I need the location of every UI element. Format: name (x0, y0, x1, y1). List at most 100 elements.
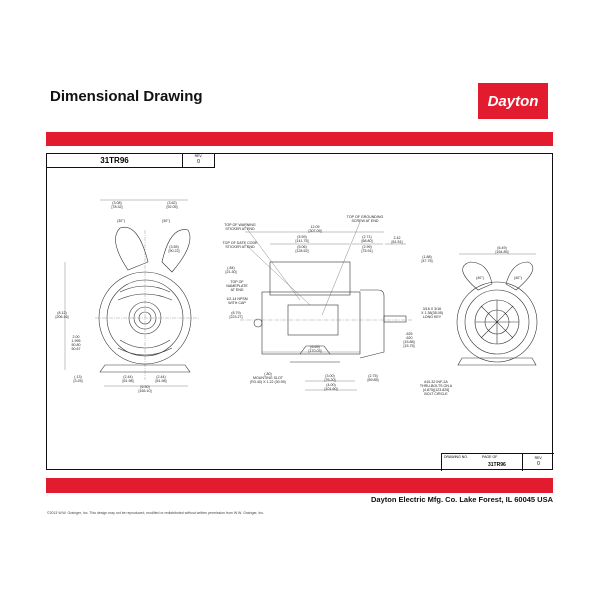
bottom-title-block: DRAWING NO. PAGE OF 31TR96 REV. 0 (441, 453, 554, 471)
dim-label: 50.67 (72, 347, 81, 351)
dim-label: [69.85] (368, 378, 379, 382)
dim-label: (2.75) (368, 374, 377, 378)
drawing-number: 31TR96 (488, 462, 506, 468)
note: (4.875)[123.825] (423, 388, 449, 392)
rev-value: 0 (537, 461, 540, 467)
dim-label: [76.20] (325, 378, 336, 382)
dim-label: (2.44) (156, 375, 165, 379)
header-red-bar (46, 132, 553, 146)
dim-label: 12.09 (311, 225, 320, 229)
rev-label: REV. (194, 154, 203, 158)
company-address: Dayton Electric Mfg. Co. Lake Forest, IL… (371, 495, 553, 504)
dim-label: 2.00 (73, 335, 80, 339)
note: #10-32 INF-2A (424, 380, 448, 384)
angle-label: (40°) (514, 276, 522, 280)
note: AT END (231, 288, 244, 292)
dim-label: [206.16] (56, 315, 69, 319)
dim-label: (6.49) (497, 246, 506, 250)
callout-notes: TOP OF WARNING STICKER AT END TOP OF DAT… (223, 215, 453, 396)
dim-label: [165.10] (139, 389, 152, 393)
angle-label: (30°) (117, 219, 125, 223)
dim-label: [164.85] (496, 250, 509, 254)
drawing-no-label: DRAWING NO. (444, 455, 468, 459)
dim-label: [68.80] (362, 239, 373, 243)
page-title: Dimensional Drawing (50, 88, 203, 105)
bottom-rev-cell: REV. 0 (523, 454, 554, 471)
dim-label: [170.03] (309, 349, 322, 353)
dim-label: .625 (406, 332, 413, 336)
dim-label: [78.32] (112, 205, 123, 209)
dim-label: (2.71) (362, 235, 371, 239)
rev-value: 0 (197, 159, 200, 165)
dim-label: [307.09] (309, 229, 322, 233)
rev-label: REV. (534, 456, 543, 460)
dim-label: (5.59) (297, 235, 306, 239)
dim-label: (8.12) (57, 311, 66, 315)
dayton-logo: Dayton (478, 83, 548, 119)
dim-label: (2.99) (362, 245, 371, 249)
dim-label: [223.27] (230, 315, 243, 319)
dim-label: [47.75] (422, 259, 433, 263)
dim-label: (3.08) (112, 201, 121, 205)
note: TOP OF WARNING (224, 223, 256, 227)
drawing-no-cell: DRAWING NO. PAGE OF 31TR96 (442, 454, 523, 471)
dim-label: (.13) (74, 375, 81, 379)
dim-label: (3.55) (169, 245, 178, 249)
note: (.80) (264, 372, 271, 376)
dim-label: .620 (406, 336, 413, 340)
note: TOP OF GROUNDING (347, 215, 384, 219)
dim-label: [75.91] (362, 249, 373, 253)
dim-label: (2.44) (123, 375, 132, 379)
note: NAMEPLATE (226, 284, 248, 288)
note: 1/2-14 NPSM (226, 297, 248, 301)
note: MOUNTING SLOT (253, 376, 284, 380)
note: WITH CAP (228, 301, 246, 305)
drawing-frame (46, 153, 553, 470)
dim-label: [90.22] (169, 249, 180, 253)
page-of-label: PAGE OF (482, 455, 498, 459)
end-view-left (64, 199, 200, 387)
angle-label: (40°) (476, 276, 484, 280)
dim-label: [128.52] (296, 249, 309, 253)
dim-label: [3.25] (74, 379, 83, 383)
dim-label: [141.75] (296, 239, 309, 243)
dim-label: (4.00) (326, 383, 335, 387)
angle-label: (30°) (162, 219, 170, 223)
dim-label: [21.30] (226, 270, 237, 274)
dim-label: (5.06) (297, 245, 306, 249)
dim-label: (.84) (227, 266, 234, 270)
dim-label: [15.88] (404, 340, 415, 344)
note: 3/16 X 3/16 (423, 307, 441, 311)
note: BOLT CIRCLE (424, 392, 448, 396)
note: (R3.40) X 1.22 (30.99) (250, 380, 286, 384)
dim-label: (3.62) (167, 201, 176, 205)
copyright-notice: ©2013 W.W. Grainger, Inc. This design ma… (47, 511, 265, 515)
note: STICKER AT END (225, 227, 255, 231)
note: TOP OF DATE CODE (223, 241, 259, 245)
note: THRU-BOLTS ON A (420, 384, 453, 388)
dim-label: (8.79) (231, 311, 240, 315)
footer-red-bar (46, 478, 553, 493)
note: STICKER AT END (225, 245, 255, 249)
revision-cell: REV. 0 (182, 153, 215, 168)
dim-label: [61.98] (156, 379, 167, 383)
note: TOP OF (230, 280, 244, 284)
dim-label: 1.995 (72, 339, 81, 343)
dim-label: 2.42 (394, 236, 401, 240)
dim-label: (1.88) (422, 255, 431, 259)
dim-label: [101.60] (325, 387, 338, 391)
dim-label: (6.50) (140, 385, 149, 389)
dim-label: (3.00) (325, 374, 334, 378)
dim-label: [15.75] (404, 344, 415, 348)
dimension-labels: (3.08) [78.32] (3.62) [92.05] (30°) (30°… (56, 201, 522, 393)
dim-label: (6.69) (310, 345, 319, 349)
note: LONG KEY (423, 315, 442, 319)
dim-label: [61.98] (123, 379, 134, 383)
dim-label: [92.05] (167, 205, 178, 209)
note: SCREW AT END (351, 219, 378, 223)
note: X 1.38(35.05) (421, 311, 443, 315)
dim-label: [61.51] (392, 240, 403, 244)
end-view-right (456, 253, 538, 366)
